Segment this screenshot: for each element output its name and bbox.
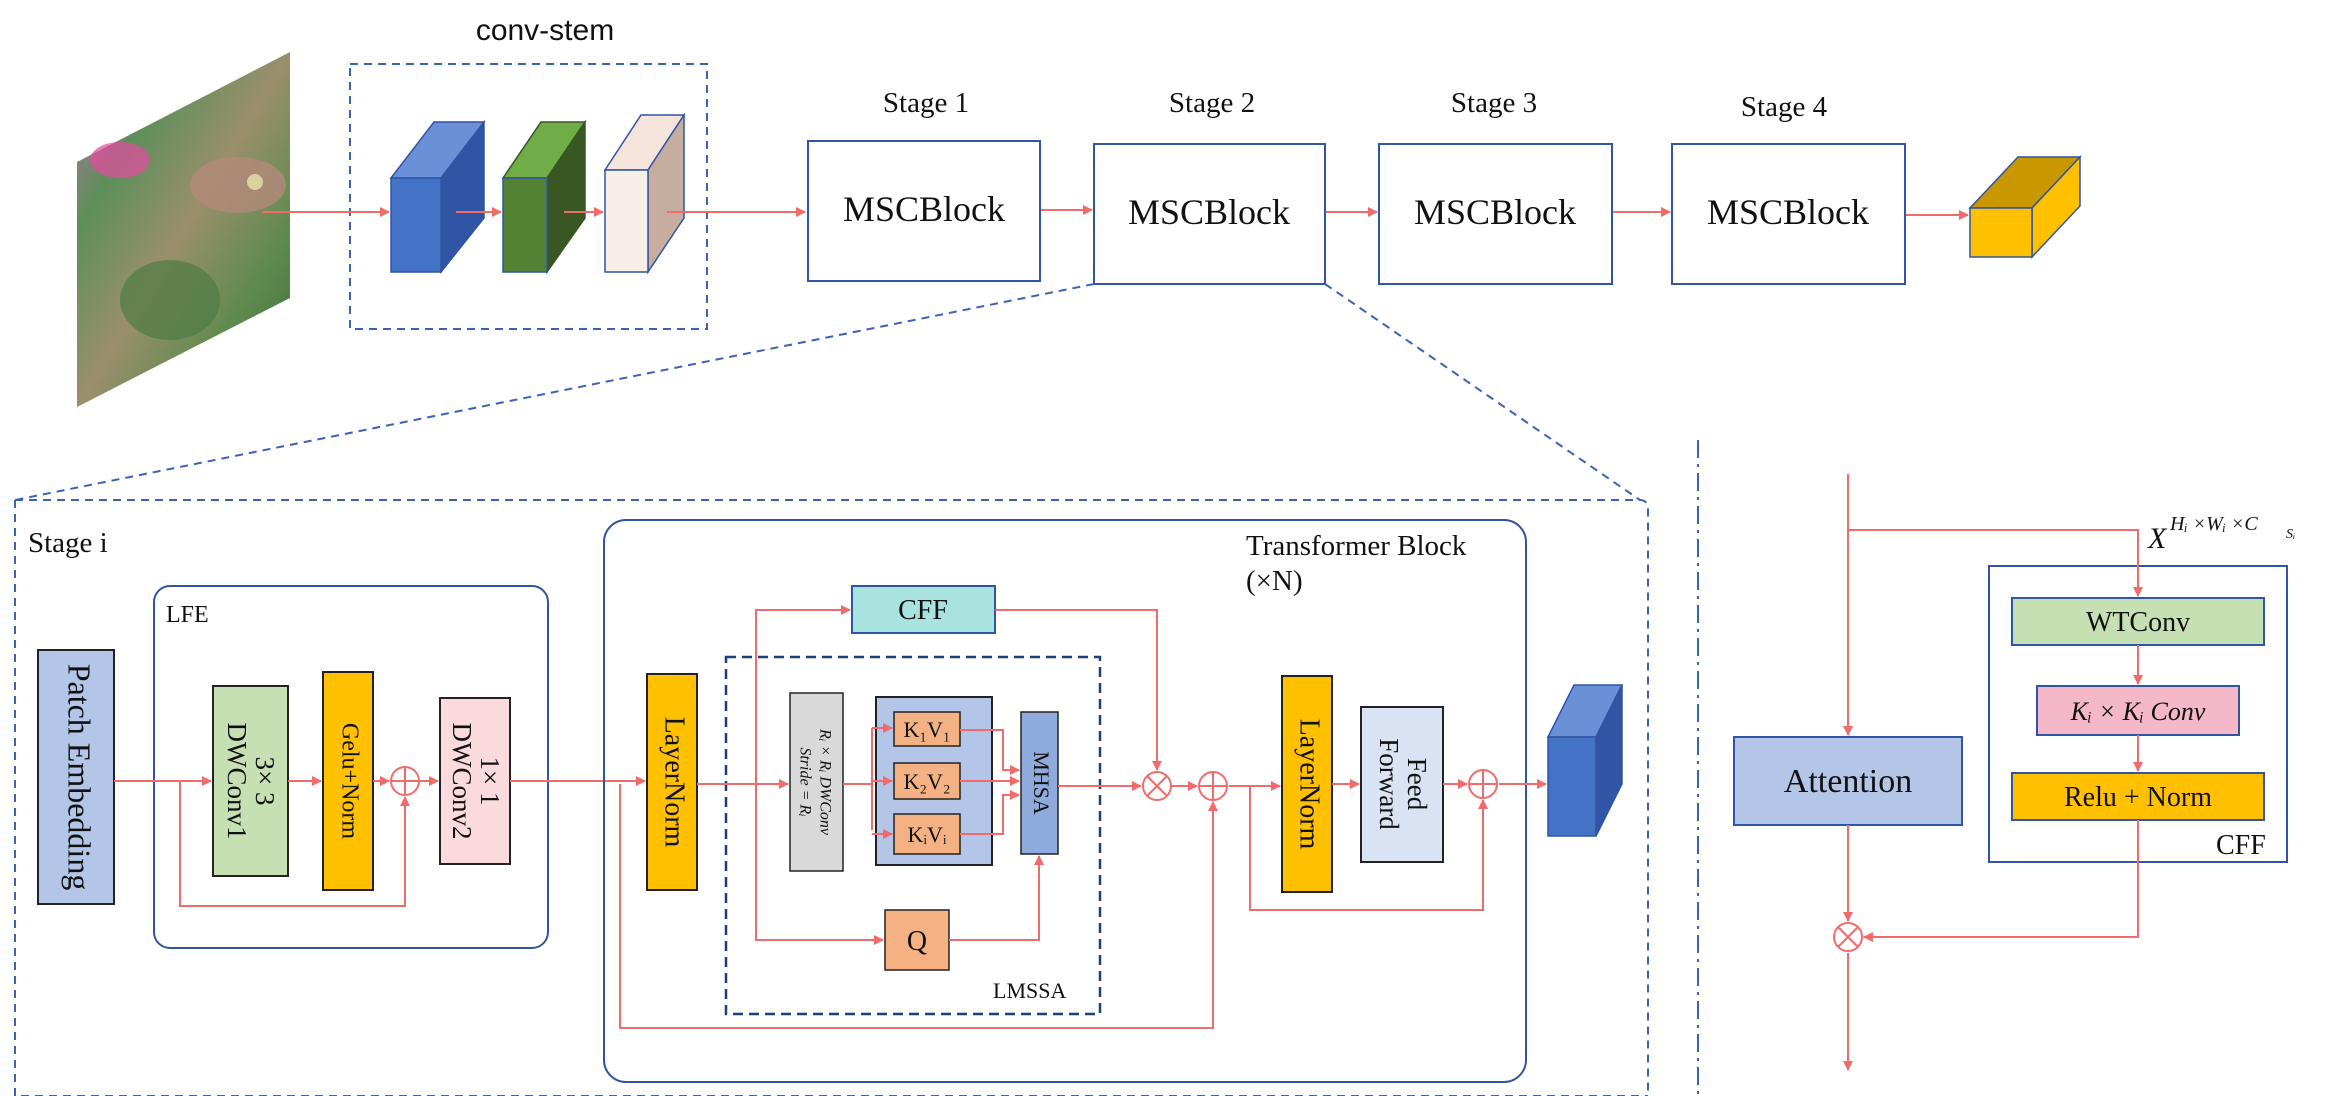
- stage-1-title: Stage 1: [883, 87, 969, 119]
- cff-input-label: X Hᵢ ×Wᵢ ×C Sᵢ: [2147, 513, 2295, 555]
- lfe-title: LFE: [166, 602, 209, 628]
- stage-2-box: [1093, 143, 1326, 285]
- kconv-label: Kᵢ × Kᵢ Conv: [2070, 697, 2206, 726]
- transformer-repeat: (×N): [1246, 565, 1303, 597]
- feed-forward-label: Feed Forward: [1374, 738, 1432, 830]
- kconv-box: [2036, 685, 2240, 736]
- dwconv2-line1: 1× 1: [475, 757, 505, 806]
- input-image: [77, 52, 290, 407]
- layernorm1-box: [646, 673, 698, 891]
- kvi-label: KᵢVᵢ: [908, 822, 947, 847]
- q-label: Q: [907, 926, 927, 957]
- cff-panel-title: CFF: [2216, 830, 2266, 861]
- stage-output-cube: [1546, 684, 1624, 837]
- stage-3-box: [1378, 143, 1613, 285]
- reduction-line1: Rᵢ × Rᵢ DWConv: [816, 728, 833, 836]
- stage-1-box: [807, 140, 1041, 282]
- conv-stem-label: conv-stem: [476, 14, 614, 47]
- dwconv1-line1: 3× 3: [250, 757, 280, 806]
- cff-label: CFF: [898, 595, 948, 626]
- zoom-lines: [14, 283, 1641, 501]
- lmssa-label: LMSSA: [993, 978, 1066, 1003]
- relu-norm-label: Relu + Norm: [2064, 782, 2212, 813]
- attention-label: Attention: [1784, 763, 1912, 800]
- stem-block-green: [501, 119, 587, 275]
- kv2-label: K₂V₂: [903, 769, 950, 794]
- reduction-conv-box: [789, 692, 844, 872]
- stage-4: Stage 4 MSCBlock: [1671, 91, 1906, 285]
- transformer-title: Transformer Block: [1246, 530, 1467, 562]
- stage-1: Stage 1 MSCBlock: [807, 87, 1041, 282]
- feed-forward-line2: Forward: [1374, 738, 1404, 830]
- stage-2-block: MSCBlock: [1128, 192, 1290, 232]
- mhsa-label: MHSA: [1029, 751, 1054, 815]
- stage-i-box: [14, 499, 1649, 1096]
- cff-input-sub: Sᵢ: [2286, 527, 2295, 542]
- lfe-arrows: [114, 776, 646, 907]
- add-icon-2: [1468, 769, 1498, 799]
- layernorm2-label: LayerNorm: [1294, 719, 1325, 850]
- dwconv1-line2: DWConv1: [222, 723, 252, 840]
- cff-input-x: X: [2147, 522, 2168, 555]
- dwconv1-label: 3× 3 DWConv1: [222, 723, 280, 840]
- stage-2-title: Stage 2: [1169, 87, 1255, 119]
- output-cube: [1968, 155, 2082, 259]
- lmssa-box: [724, 655, 1102, 1016]
- cff-multiply-icon: [1833, 922, 1863, 952]
- attention-box: [1733, 736, 1963, 826]
- conv-stem-box: [349, 63, 708, 330]
- transformer-block-box: [603, 519, 1527, 1083]
- reduction-line2: Stride = Rᵢ: [796, 747, 813, 816]
- dwconv2-box: [439, 697, 511, 865]
- stage-4-title: Stage 4: [1741, 91, 1828, 123]
- stem-block-blue: [389, 119, 486, 275]
- patch-embedding-label: Patch Embedding: [62, 664, 98, 891]
- stage-3-title: Stage 3: [1451, 87, 1537, 119]
- gelu-norm-label: Gelu+Norm: [336, 723, 362, 840]
- stage-4-block: MSCBlock: [1707, 192, 1869, 232]
- stage-3: Stage 3 MSCBlock: [1378, 87, 1613, 285]
- reduction-conv-label: Rᵢ × Rᵢ DWConv Stride = Rᵢ: [796, 728, 833, 836]
- stem-arrows: [262, 205, 1969, 220]
- add-icon-1: [1198, 771, 1228, 801]
- lfe-box: [153, 585, 549, 949]
- patch-embedding-box: [37, 649, 115, 905]
- kv2-box: [893, 762, 961, 800]
- cff-box: [851, 585, 996, 634]
- dwconv1-box: [212, 685, 289, 877]
- stage-4-box: [1671, 143, 1906, 285]
- stage-1-block: MSCBlock: [843, 189, 1005, 229]
- stage-3-block: MSCBlock: [1414, 192, 1576, 232]
- kv1-label: K₁V₁: [903, 717, 950, 742]
- cff-panel-arrows: [1843, 474, 2143, 1071]
- wtconv-label: WTConv: [2086, 607, 2190, 638]
- stem-block-pink: [603, 112, 686, 275]
- multiply-icon: [1142, 771, 1172, 801]
- stage-i-title: Stage i: [28, 527, 108, 559]
- relu-norm-box: [2011, 772, 2265, 821]
- stage-2: Stage 2 MSCBlock: [1093, 87, 1326, 285]
- dwconv2-label: 1× 1 DWConv2: [447, 723, 505, 840]
- wtconv-box: [2011, 597, 2265, 646]
- layernorm1-label: LayerNorm: [659, 717, 690, 848]
- dwconv2-line2: DWConv2: [447, 723, 477, 840]
- kvi-box: [893, 813, 961, 855]
- feed-forward-line1: Feed: [1402, 758, 1432, 811]
- cff-input-sup: Hᵢ ×Wᵢ ×C: [2169, 513, 2258, 535]
- mhsa-box: [1020, 711, 1059, 855]
- transformer-arrows: [619, 605, 1547, 1029]
